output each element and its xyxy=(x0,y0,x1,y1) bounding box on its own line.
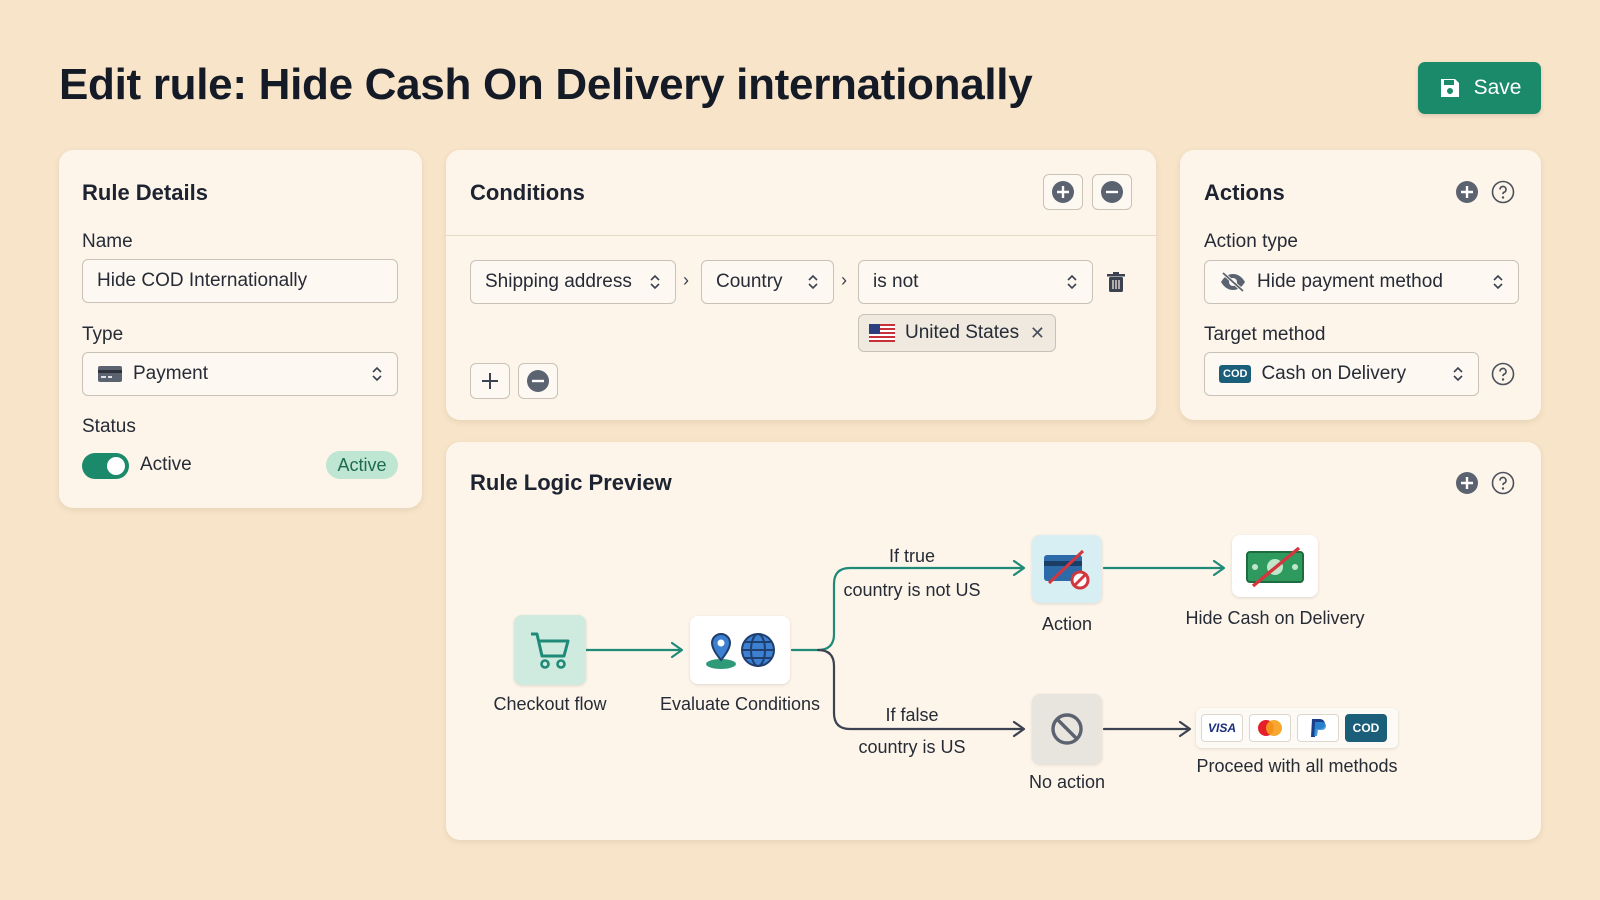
chevron-updown-icon xyxy=(372,366,382,382)
page-title: Edit rule: Hide Cash On Delivery interna… xyxy=(59,60,1033,109)
type-select-value: Payment xyxy=(133,363,208,384)
minus-circle-icon xyxy=(527,370,549,392)
name-field[interactable]: Hide COD Internationally xyxy=(82,259,398,303)
remove-condition-button[interactable] xyxy=(518,363,558,399)
hide-cash-label: Hide Cash on Delivery xyxy=(1185,608,1365,628)
save-icon xyxy=(1440,79,1459,97)
block-icon xyxy=(1051,713,1083,745)
add-condition-group-button[interactable] xyxy=(1043,174,1083,210)
action-type-value: Hide payment method xyxy=(1257,271,1443,292)
evaluate-conditions-node xyxy=(690,616,790,684)
plus-circle-icon[interactable] xyxy=(1455,180,1479,204)
mastercard-logo xyxy=(1249,714,1291,742)
no-action-label: No action xyxy=(1028,772,1106,792)
visa-logo: VISA xyxy=(1201,714,1243,742)
condition-field-value: Shipping address xyxy=(485,271,632,292)
proceed-label: Proceed with all methods xyxy=(1196,756,1398,776)
chevron-updown-icon xyxy=(808,274,818,290)
chevron-updown-icon xyxy=(1067,274,1077,290)
condition-value-chip-label: United States xyxy=(905,322,1020,343)
action-node xyxy=(1032,535,1102,603)
minus-circle-icon xyxy=(1101,181,1123,203)
checkout-flow-node xyxy=(514,615,586,685)
plus-circle-icon[interactable] xyxy=(1455,471,1479,495)
add-condition-button[interactable] xyxy=(470,363,510,399)
target-method-label: Target method xyxy=(1204,324,1326,345)
condition-operator-select[interactable]: is not xyxy=(858,260,1093,304)
globe-icon xyxy=(741,633,775,667)
rule-details-title: Rule Details xyxy=(82,180,208,205)
help-icon[interactable] xyxy=(1491,180,1515,204)
target-method-value: Cash on Delivery xyxy=(1261,363,1407,384)
save-button[interactable]: Save xyxy=(1418,62,1541,114)
condition-operator-value: is not xyxy=(873,271,919,292)
condition-attribute-value: Country xyxy=(716,271,783,292)
conditions-divider xyxy=(446,235,1156,236)
remove-condition-group-button[interactable] xyxy=(1092,174,1132,210)
type-select[interactable]: Payment xyxy=(82,352,398,396)
help-icon[interactable] xyxy=(1491,362,1515,386)
save-button-label: Save xyxy=(1473,76,1522,99)
action-type-select[interactable]: Hide payment method xyxy=(1204,260,1519,304)
status-toggle-label: Active xyxy=(140,454,192,475)
true-condition-label: country is not US xyxy=(843,580,981,600)
if-true-label: If true xyxy=(888,546,936,566)
paypal-icon xyxy=(1311,719,1326,737)
condition-field-select[interactable]: Shipping address xyxy=(470,260,676,304)
mastercard-icon xyxy=(1258,720,1282,736)
no-action-node xyxy=(1032,694,1102,764)
us-flag-icon xyxy=(869,324,895,342)
help-icon[interactable] xyxy=(1491,471,1515,495)
action-label: Action xyxy=(1041,614,1093,634)
condition-attribute-select[interactable]: Country xyxy=(701,260,834,304)
conditions-title: Conditions xyxy=(470,180,585,205)
credit-card-icon xyxy=(98,366,122,382)
evaluate-conditions-label: Evaluate Conditions xyxy=(659,694,821,714)
rule-logic-preview-card xyxy=(446,442,1541,840)
name-label: Name xyxy=(82,231,133,252)
rule-logic-preview-title: Rule Logic Preview xyxy=(470,470,672,495)
chevron-updown-icon xyxy=(650,274,660,290)
chevron-updown-icon xyxy=(1493,274,1503,290)
status-label: Status xyxy=(82,416,136,437)
plus-circle-icon xyxy=(1052,181,1074,203)
trash-icon[interactable] xyxy=(1104,270,1128,294)
shopping-cart-icon xyxy=(531,632,570,669)
plus-icon xyxy=(482,373,498,389)
map-pin-icon xyxy=(706,632,736,669)
cod-logo: COD xyxy=(1345,714,1387,742)
if-false-label: If false xyxy=(885,705,939,725)
chevron-right-icon: › xyxy=(841,270,847,290)
cod-tag-icon: COD xyxy=(1219,365,1252,383)
close-icon[interactable]: ✕ xyxy=(1029,322,1045,343)
status-badge: Active xyxy=(326,451,398,479)
checkout-flow-label: Checkout flow xyxy=(493,694,607,714)
rule-details-card xyxy=(59,150,422,508)
target-method-select[interactable]: COD Cash on Delivery xyxy=(1204,352,1479,396)
card-blocked-icon xyxy=(1044,549,1090,590)
eye-off-icon xyxy=(1221,271,1245,293)
action-type-label: Action type xyxy=(1204,231,1298,252)
paypal-logo xyxy=(1297,714,1339,742)
condition-value-chip[interactable]: United States ✕ xyxy=(858,314,1056,352)
status-toggle[interactable] xyxy=(82,453,129,479)
false-condition-label: country is US xyxy=(858,737,966,757)
hide-cash-node xyxy=(1232,535,1318,597)
type-label: Type xyxy=(82,324,124,345)
cash-blocked-icon xyxy=(1246,546,1304,588)
chevron-updown-icon xyxy=(1453,366,1463,382)
actions-title: Actions xyxy=(1204,180,1285,205)
name-field-value: Hide COD Internationally xyxy=(97,270,308,291)
chevron-right-icon: › xyxy=(683,270,689,290)
